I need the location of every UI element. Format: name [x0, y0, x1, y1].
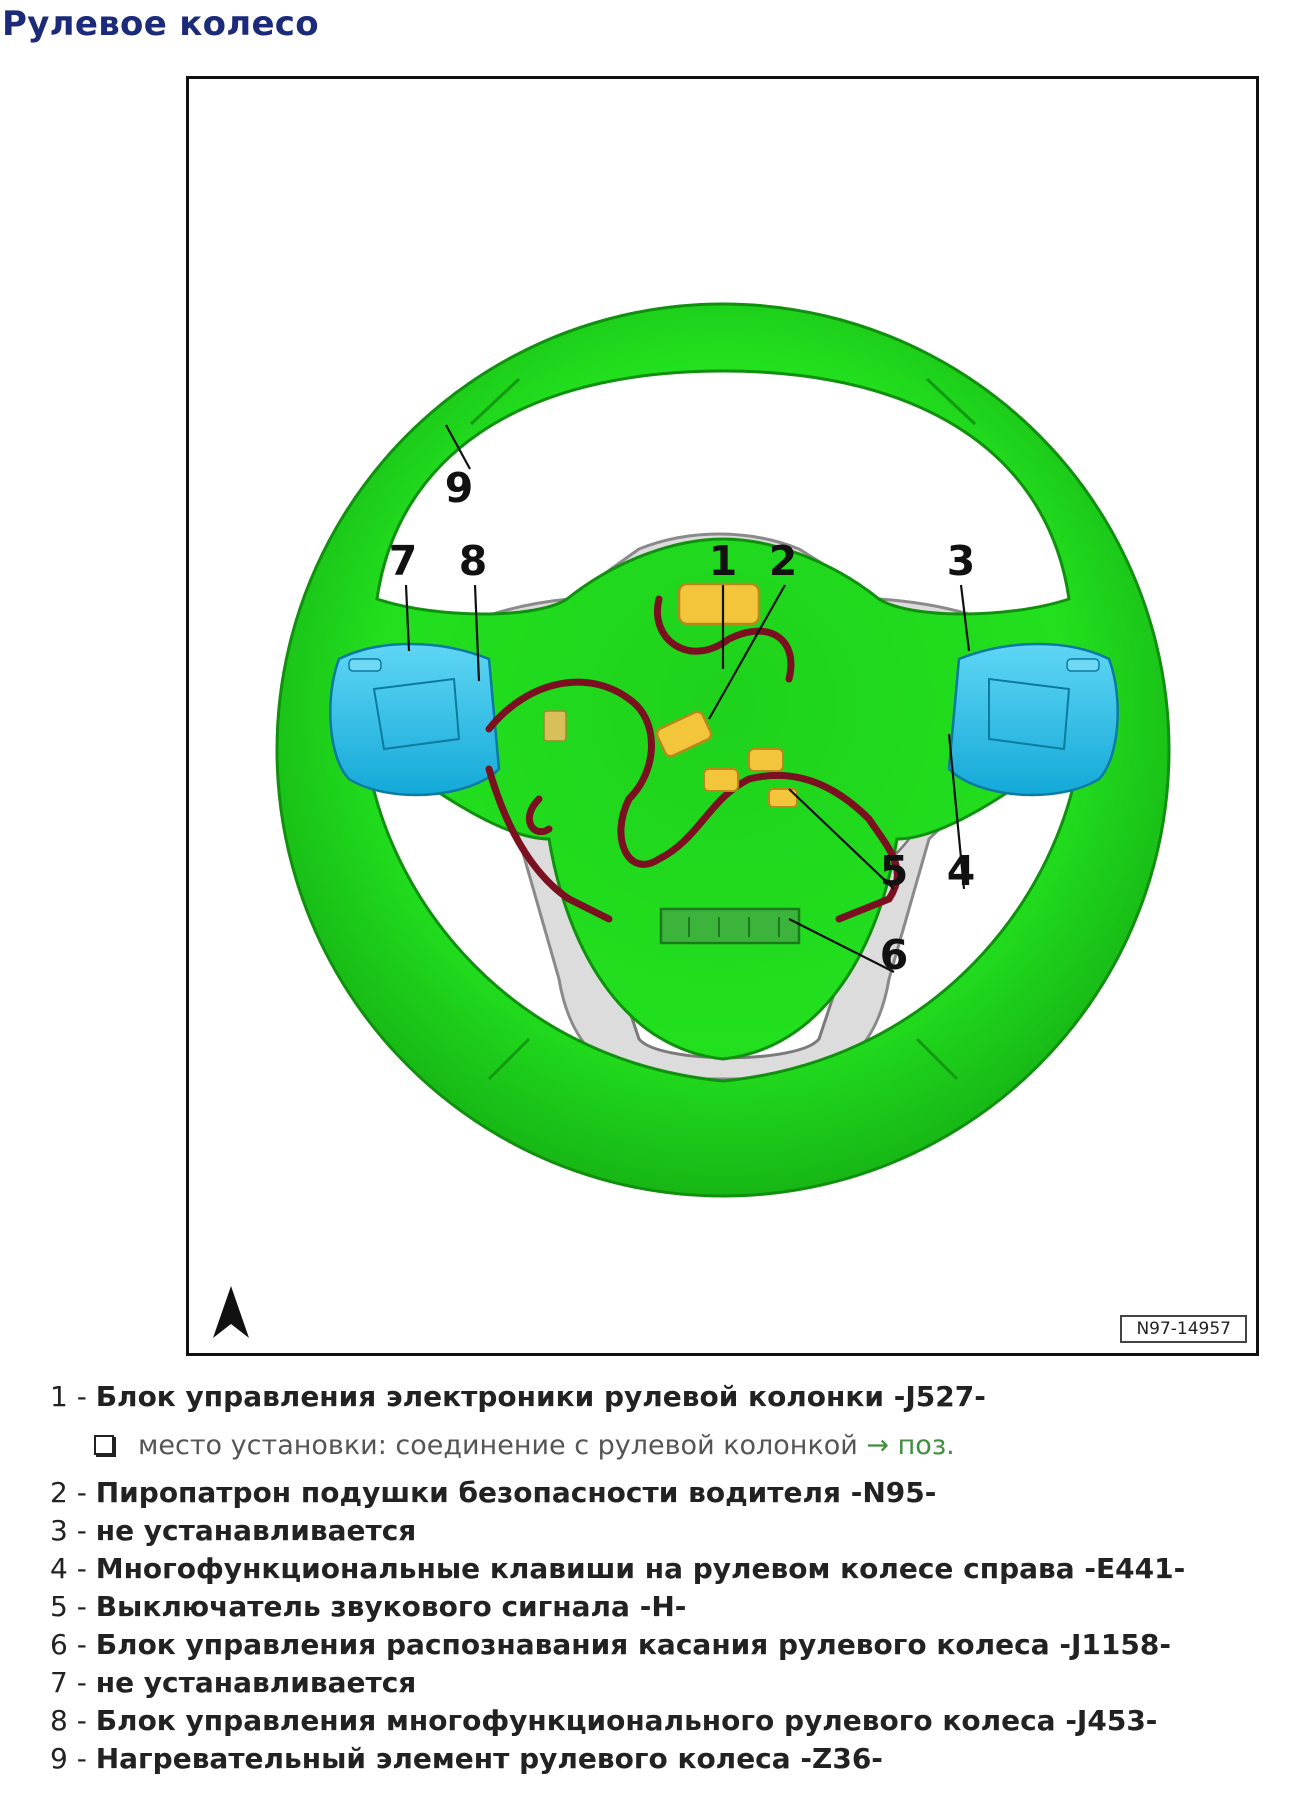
callout-6: 6 — [880, 931, 909, 979]
legend-item-7: 7 - не устанавливается — [50, 1666, 417, 1699]
callout-numbers: 9 7 8 1 2 3 5 4 6 — [389, 464, 976, 979]
legend-item-6: 6 - Блок управления распознавания касани… — [50, 1628, 1171, 1661]
page-title: Рулевое колесо — [2, 4, 319, 44]
legend-item-4: 4 - Многофункциональные клавиши на рулев… — [50, 1552, 1186, 1585]
legend-item-8: 8 - Блок управления многофункционального… — [50, 1704, 1158, 1737]
north-arrow-icon — [213, 1286, 249, 1338]
note-text: место установки: соединение с рулевой ко… — [138, 1430, 858, 1461]
callout-2: 2 — [769, 537, 798, 585]
callout-3: 3 — [947, 537, 976, 585]
legend-item-1: 1 - Блок управления электроники рулевой … — [50, 1380, 986, 1413]
legend-note: место установки: соединение с рулевой ко… — [50, 1416, 1250, 1474]
left-multifunction-buttons — [329, 642, 501, 797]
legend-item-2: 2 - Пиропатрон подушки безопасности води… — [50, 1476, 937, 1509]
figure-frame: 9 7 8 1 2 3 5 4 6 N97-14957 — [186, 76, 1259, 1356]
callout-4: 4 — [947, 847, 976, 895]
callout-5: 5 — [880, 847, 909, 895]
checkbox-bullet-icon — [94, 1435, 114, 1455]
legend-item-9: 9 - Нагревательный элемент рулевого коле… — [50, 1742, 883, 1775]
legend: 1 - Блок управления электроники рулевой … — [50, 1378, 1250, 1778]
right-multifunction-buttons — [947, 642, 1119, 797]
callout-7: 7 — [389, 537, 418, 585]
wiring-harness — [485, 595, 901, 923]
legend-item-3: 3 - не устанавливается — [50, 1514, 417, 1547]
steering-wheel-rim — [275, 302, 1171, 1198]
touch-sensor-module — [659, 907, 801, 945]
figure-code: N97-14957 — [1120, 1315, 1247, 1343]
arrow-right-icon: → — [866, 1430, 890, 1461]
yellow-control-modules — [543, 582, 798, 808]
callout-9: 9 — [445, 464, 474, 512]
position-link[interactable]: → поз. — [866, 1430, 955, 1461]
callout-8: 8 — [459, 537, 488, 585]
legend-item-5: 5 - Выключатель звукового сигнала -H- — [50, 1590, 687, 1623]
callout-1: 1 — [709, 537, 738, 585]
callout-leader-lines — [404, 424, 971, 973]
steering-wheel-illustration: 9 7 8 1 2 3 5 4 6 — [275, 302, 1171, 1198]
